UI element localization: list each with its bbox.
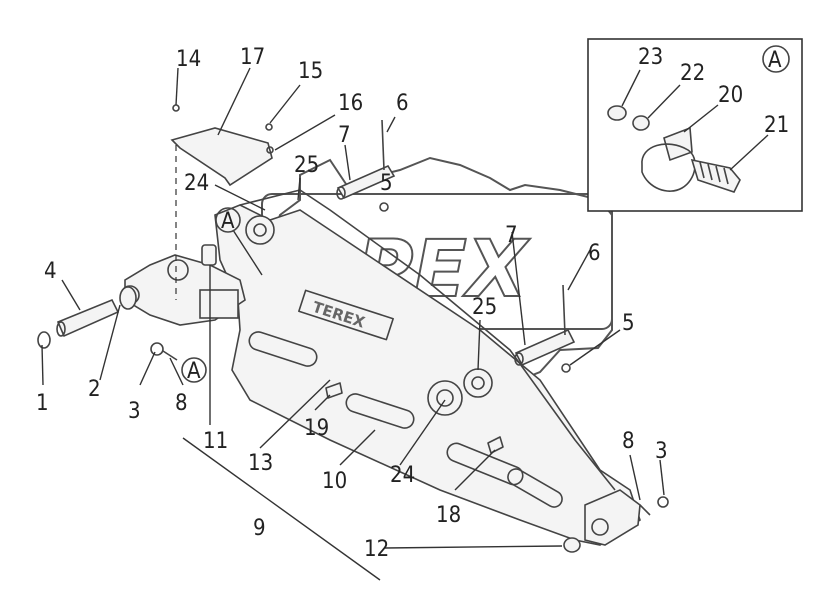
- detail-spring-coils: [699, 161, 729, 185]
- callout-23: 23: [638, 45, 663, 70]
- callout-10: 10: [322, 469, 347, 494]
- bolt-6-top: [381, 119, 385, 171]
- callout-3-left: 3: [128, 399, 141, 424]
- detail-a-frame: [587, 38, 803, 212]
- ref-circle-a-2-label: A: [187, 359, 201, 384]
- callout-15: 15: [298, 59, 323, 84]
- callout-11: 11: [203, 429, 228, 454]
- callout-3-right: 3: [655, 439, 668, 464]
- brand-plate: [298, 289, 394, 341]
- lug-bore: [471, 376, 485, 390]
- pin-7-top: [336, 164, 396, 200]
- decal-18: [487, 436, 504, 454]
- retaining-ring-1: [37, 331, 51, 349]
- pin-4-body: [56, 298, 120, 338]
- bushing-2: [119, 286, 137, 310]
- pin-4-end: [56, 321, 66, 337]
- callout-24-top: 24: [184, 171, 209, 196]
- boom-assembly: TEREX: [214, 189, 641, 546]
- boom-upper-edge: [239, 189, 616, 491]
- callout-7-top: 7: [338, 123, 351, 148]
- callout-12: 12: [364, 537, 389, 562]
- callout-5-right: 5: [622, 311, 635, 336]
- callout-25-mid: 25: [472, 295, 497, 320]
- washer-16: [266, 146, 274, 154]
- pin-7-top-end: [336, 186, 346, 200]
- callout-6-right: 6: [588, 241, 601, 266]
- callout-25-top: 25: [294, 153, 319, 178]
- callout-6-top: 6: [396, 91, 409, 116]
- top-pivot-bore: [253, 223, 267, 237]
- callout-9: 9: [253, 516, 266, 541]
- callout-1: 1: [36, 391, 49, 416]
- lug-boss: [463, 368, 493, 398]
- spring-cartridge: [201, 244, 217, 266]
- tip-bushing-12: [563, 537, 581, 553]
- foot-bore-1: [167, 259, 189, 281]
- pin-8-right: [639, 504, 651, 516]
- pin-7-top-body: [336, 164, 396, 200]
- callout-13: 13: [248, 451, 273, 476]
- guard-plate-17: [170, 127, 273, 187]
- pin-8-left: [162, 350, 178, 361]
- callout-18: 18: [436, 503, 461, 528]
- detail-part-22: [632, 115, 650, 131]
- callout-24-mid: 24: [390, 463, 415, 488]
- nut-5-right: [561, 363, 571, 373]
- keeper-3-left: [150, 342, 164, 356]
- mid-pivot-boss: [427, 380, 463, 416]
- callout-14: 14: [176, 47, 201, 72]
- ref-circle-a-1-label: A: [221, 209, 235, 234]
- top-pivot-boss: [245, 215, 275, 245]
- callout-5-top: 5: [380, 171, 393, 196]
- foot-bracket: [120, 244, 246, 326]
- boom-slot-1: [248, 331, 318, 367]
- callout-8-right: 8: [622, 429, 635, 454]
- callout-8-left: 8: [175, 391, 188, 416]
- callout-21: 21: [764, 113, 789, 138]
- detail-a-inset: A 23 22 20 21: [587, 38, 803, 212]
- callout-17: 17: [240, 45, 265, 70]
- screw-15: [265, 123, 273, 131]
- pin-7-right-body: [514, 328, 576, 367]
- pin-7-right-end: [514, 352, 524, 366]
- boom-slot-2: [345, 393, 415, 429]
- pin-7-right: [514, 328, 576, 367]
- leader-lines: [41, 67, 665, 581]
- callout-20: 20: [718, 83, 743, 108]
- mid-pivot-bore: [436, 389, 454, 407]
- tip-bore: [591, 518, 609, 536]
- callout-labels: 14 17 15 16 6 7 25 24 5 4 1 2 3 8 11 13 …: [36, 45, 668, 562]
- boom-slot-4: [507, 468, 563, 508]
- decal-19: [325, 382, 343, 399]
- detail-a-badge: [762, 45, 790, 73]
- detail-part-20: [663, 126, 693, 162]
- callout-2: 2: [88, 377, 101, 402]
- pivot-pin-4: [56, 298, 120, 338]
- callout-19: 19: [304, 416, 329, 441]
- detail-part-23: [607, 105, 627, 121]
- foot-block: [199, 289, 239, 319]
- boom-body: [214, 204, 641, 546]
- screw-14: [172, 104, 180, 112]
- ref-circle-a-2: [181, 357, 207, 383]
- callout-4: 4: [44, 259, 57, 284]
- nut-5-top: [379, 202, 389, 212]
- boom-tip: [584, 489, 641, 546]
- bolt-6-right: [562, 284, 566, 336]
- callout-7-right: 7: [505, 223, 518, 248]
- keeper-3-right: [657, 496, 669, 508]
- callout-22: 22: [680, 61, 705, 86]
- ref-circle-a-1: [215, 207, 241, 233]
- detail-a-badge-label: A: [768, 48, 782, 73]
- callout-16: 16: [338, 91, 363, 116]
